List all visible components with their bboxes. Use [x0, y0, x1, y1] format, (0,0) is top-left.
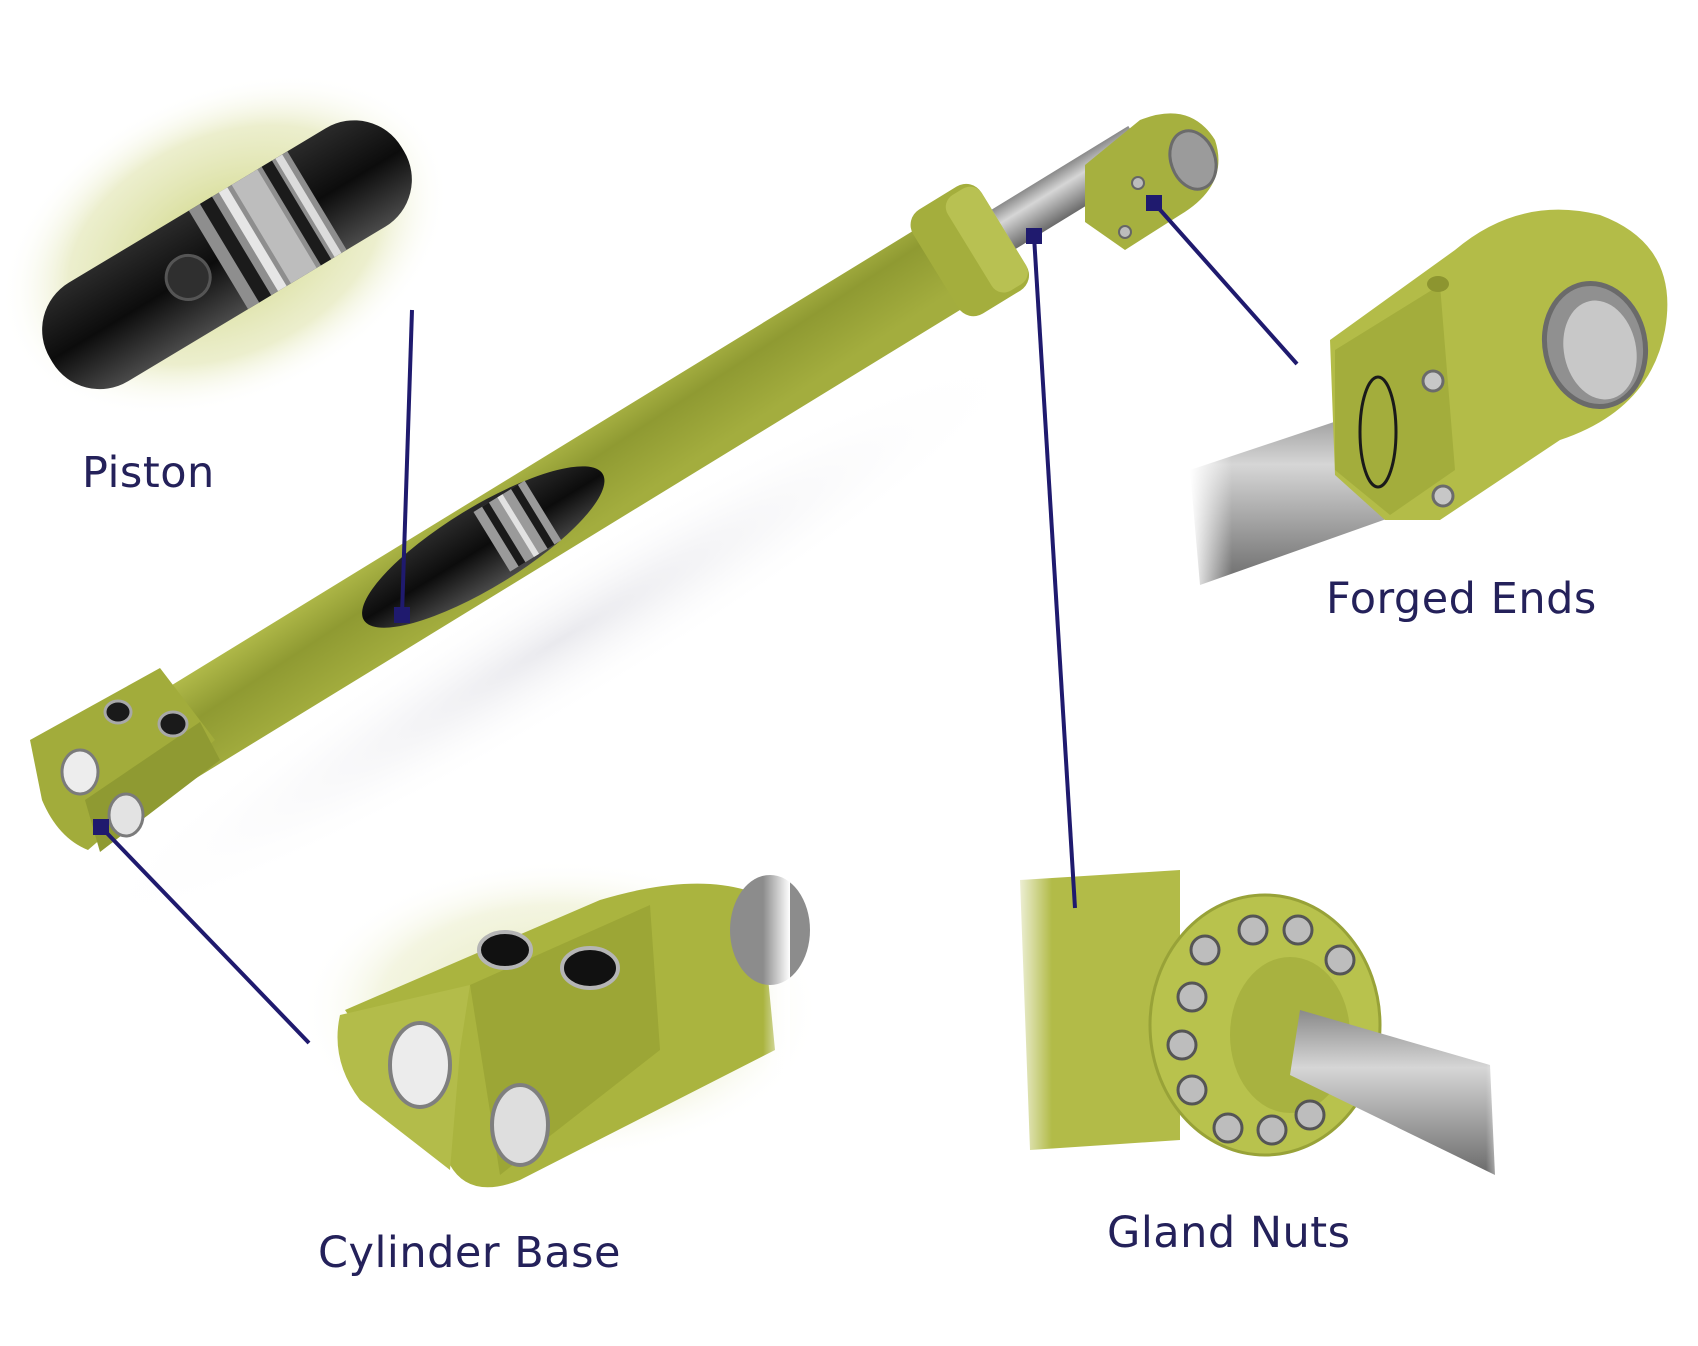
inset-cylinder-base-image	[300, 860, 820, 1188]
leader-line-gland-nuts	[1032, 235, 1077, 909]
leader-line-forged-ends	[1152, 201, 1299, 366]
anchor-square-gland-nuts	[1026, 228, 1042, 244]
clevis-base	[30, 668, 220, 852]
leader-line-cylinder-base	[99, 825, 311, 1045]
label-forged-ends: Forged Ends	[1326, 574, 1597, 624]
label-piston: Piston	[82, 448, 215, 498]
inset-gland-nuts-image	[1010, 860, 1510, 1190]
leader-lines	[93, 195, 1299, 1045]
rod-eye-small	[1085, 113, 1219, 250]
main-cylinder	[30, 113, 1219, 935]
label-cylinder-base: Cylinder Base	[318, 1228, 621, 1278]
gland-bolt-ring	[1166, 914, 1356, 1146]
anchor-square-cylinder-base	[93, 819, 109, 835]
anchor-square-forged-ends	[1146, 195, 1162, 211]
label-gland-nuts: Gland Nuts	[1107, 1208, 1351, 1258]
inset-forged-ends-image	[1190, 209, 1668, 590]
leader-line-piston	[400, 309, 414, 616]
anchor-square-piston	[394, 607, 410, 623]
inset-piston-image	[1, 74, 449, 416]
